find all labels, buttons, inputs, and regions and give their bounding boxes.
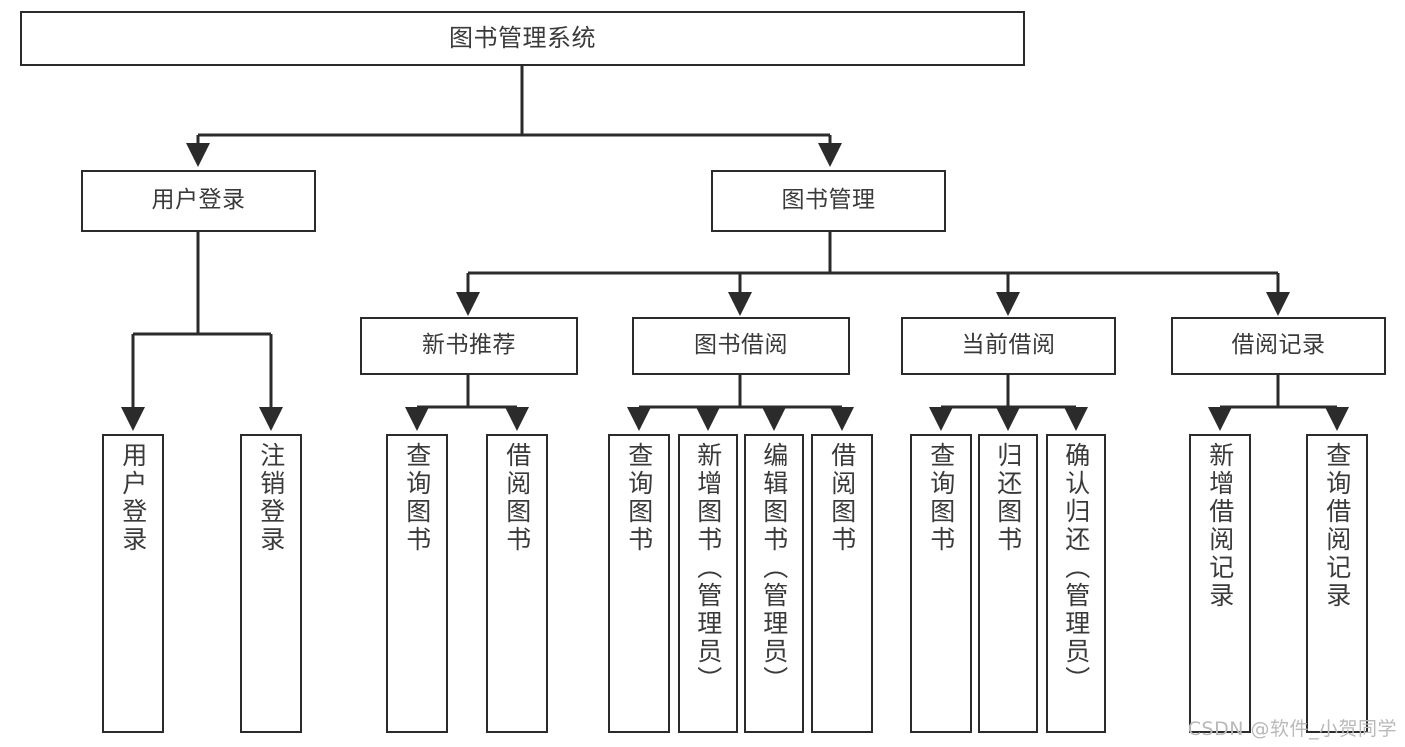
node-current-borrow-label: 当前借阅 [961, 332, 1056, 359]
node-root[interactable]: 图书管理系统 [20, 11, 1025, 66]
leaf-borrow-book-newbook-label: 借阅图书 [502, 442, 532, 554]
node-borrow-records[interactable]: 借阅记录 [1171, 317, 1386, 375]
node-new-book-recommend[interactable]: 新书推荐 [360, 317, 578, 375]
leaf-return-book-label: 归还图书 [993, 442, 1023, 554]
leaf-query-book-newbook[interactable]: 查询图书 [386, 434, 448, 733]
leaf-query-book-borrow-label: 查询图书 [624, 442, 654, 554]
node-user-login-label: 用户登录 [151, 187, 246, 214]
leaf-edit-book-admin[interactable]: 编辑图书（管理员） [744, 434, 804, 733]
leaf-borrow-book-borrow-label: 借阅图书 [827, 442, 857, 554]
leaf-query-borrow-record-label: 查询借阅记录 [1322, 442, 1352, 610]
leaf-user-login[interactable]: 用户登录 [102, 434, 164, 733]
leaf-query-book-current-label: 查询图书 [926, 442, 956, 554]
leaf-add-book-admin[interactable]: 新增图书（管理员） [678, 434, 738, 733]
node-user-login[interactable]: 用户登录 [81, 170, 316, 232]
leaf-query-book-newbook-label: 查询图书 [402, 442, 432, 554]
node-new-book-recommend-label: 新书推荐 [422, 332, 516, 359]
node-book-borrow-label: 图书借阅 [694, 332, 788, 359]
leaf-return-book[interactable]: 归还图书 [978, 434, 1038, 733]
node-borrow-records-label: 借阅记录 [1231, 332, 1326, 359]
node-root-label: 图书管理系统 [449, 24, 596, 53]
node-book-management[interactable]: 图书管理 [711, 170, 946, 232]
node-book-management-label: 图书管理 [781, 187, 876, 214]
leaf-add-borrow-record[interactable]: 新增借阅记录 [1189, 434, 1251, 733]
leaf-logout-label: 注销登录 [256, 442, 286, 554]
leaf-query-book-borrow[interactable]: 查询图书 [608, 434, 670, 733]
node-book-borrow[interactable]: 图书借阅 [632, 317, 850, 375]
leaf-logout[interactable]: 注销登录 [240, 434, 302, 733]
watermark: CSDN @软件_小贺同学 [1187, 718, 1397, 740]
leaf-confirm-return-admin[interactable]: 确认归还（管理员） [1046, 434, 1106, 733]
leaf-add-borrow-record-label: 新增借阅记录 [1205, 442, 1235, 610]
leaf-query-book-current[interactable]: 查询图书 [910, 434, 972, 733]
node-current-borrow[interactable]: 当前借阅 [901, 317, 1116, 375]
leaf-user-login-label: 用户登录 [118, 442, 148, 554]
leaf-add-book-admin-label: 新增图书（管理员） [693, 442, 723, 694]
leaf-borrow-book-newbook[interactable]: 借阅图书 [486, 434, 548, 733]
leaf-query-borrow-record[interactable]: 查询借阅记录 [1306, 434, 1368, 733]
leaf-borrow-book-borrow[interactable]: 借阅图书 [811, 434, 873, 733]
leaf-confirm-return-admin-label: 确认归还（管理员） [1061, 442, 1091, 694]
leaf-edit-book-admin-label: 编辑图书（管理员） [759, 442, 789, 694]
